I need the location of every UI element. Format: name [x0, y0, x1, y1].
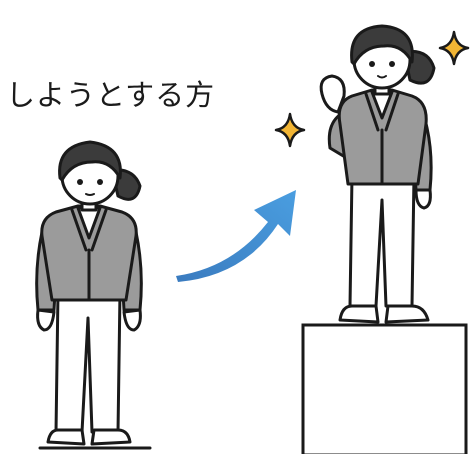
woman-standing-before	[35, 140, 152, 450]
eye-right	[97, 179, 103, 185]
eye-right	[389, 61, 395, 67]
woman-standing-after	[319, 24, 436, 324]
sparkle-icon	[274, 112, 306, 148]
mouth	[377, 75, 387, 79]
shoe-right	[90, 428, 132, 446]
shoe-right	[384, 304, 430, 324]
up-right-arrow-icon	[176, 190, 296, 282]
sparkle-icon	[438, 30, 470, 66]
hand-left	[36, 308, 56, 332]
lapels	[70, 208, 108, 302]
hair	[350, 24, 414, 66]
eye-left	[369, 61, 375, 67]
eye-left	[77, 179, 83, 185]
caption-text: しようとする方	[6, 78, 216, 112]
hair	[58, 140, 122, 182]
pants	[54, 290, 122, 434]
pants	[348, 174, 416, 308]
lapels	[364, 92, 400, 186]
pedestal	[301, 323, 468, 454]
shoe-left	[46, 428, 86, 446]
shoe-left	[338, 304, 380, 324]
hand-down	[414, 188, 432, 210]
hand-right	[122, 308, 142, 332]
fist	[319, 74, 346, 114]
mouth	[85, 193, 95, 196]
